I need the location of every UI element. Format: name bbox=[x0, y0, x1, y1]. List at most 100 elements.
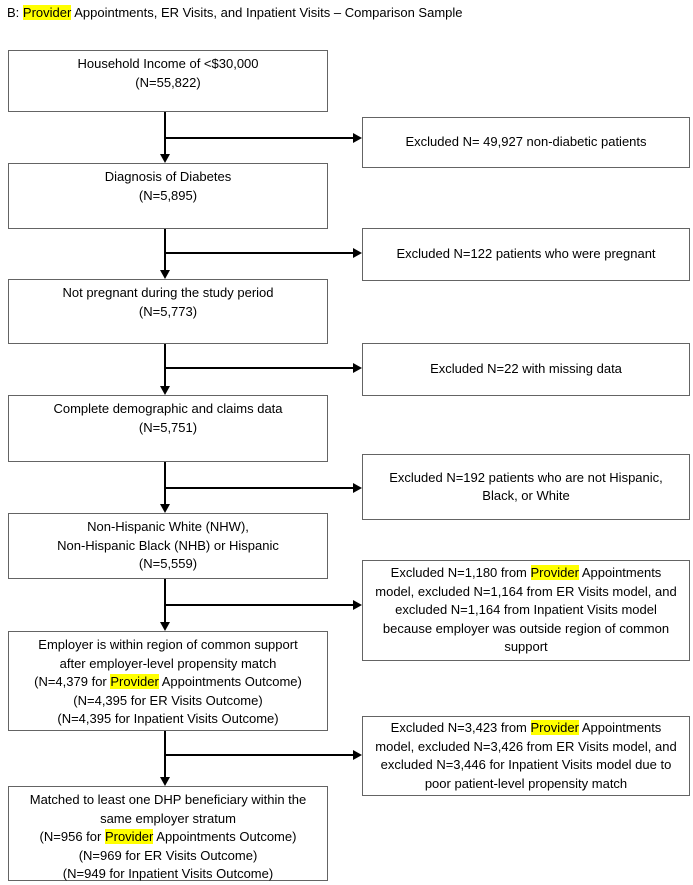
text-segment: excluded N=3,446 for Inpatient Visits mo… bbox=[380, 757, 672, 772]
text-line: Household Income of <$30,000 bbox=[9, 55, 327, 74]
text-segment: Diagnosis of Diabetes bbox=[104, 169, 232, 184]
text-line: Non-Hispanic Black (NHB) or Hispanic bbox=[9, 537, 327, 556]
text-segment: model, excluded N=3,426 from ER Visits m… bbox=[375, 738, 677, 754]
text-line: Employer is within region of common supp… bbox=[9, 636, 327, 655]
text-line: (N=5,751) bbox=[9, 419, 327, 438]
text-line: excluded N=3,446 for Inpatient Visits mo… bbox=[363, 756, 689, 775]
text-segment: (N=5,773) bbox=[138, 303, 198, 319]
text-segment: B: bbox=[7, 5, 23, 20]
text-segment: model, excluded N=1,164 from ER Visits m… bbox=[375, 583, 677, 599]
text-line: Matched to least one DHP beneficiary wit… bbox=[9, 791, 327, 810]
text-line: poor patient-level propensity match bbox=[363, 775, 689, 794]
text-line: Excluded N=1,180 from Provider Appointme… bbox=[363, 564, 689, 583]
arrow-down-line bbox=[164, 579, 166, 622]
text-segment: Household Income of <$30,000 bbox=[77, 56, 259, 71]
text-line: Excluded N=122 patients who were pregnan… bbox=[363, 245, 689, 264]
arrow-down-line bbox=[164, 229, 166, 270]
text-segment: Not pregnant during the study period bbox=[62, 285, 274, 300]
text-segment: after employer-level propensity match bbox=[59, 655, 277, 671]
arrow-right-line bbox=[164, 367, 353, 369]
text-segment: Appointments bbox=[578, 565, 662, 581]
text-segment: Excluded N=22 with missing data bbox=[430, 361, 622, 377]
text-line: (N=956 for Provider Appointments Outcome… bbox=[9, 828, 327, 847]
excl-non-diabetic: Excluded N= 49,927 non-diabetic patients bbox=[362, 117, 690, 168]
text-line: Excluded N=192 patients who are not Hisp… bbox=[363, 469, 689, 488]
text-segment: Excluded N=1,180 from bbox=[390, 565, 531, 581]
text-line: (N=55,822) bbox=[9, 74, 327, 93]
highlighted-text: Provider bbox=[104, 829, 154, 844]
text-line: model, excluded N=1,164 from ER Visits m… bbox=[363, 583, 689, 602]
text-line: (N=5,895) bbox=[9, 187, 327, 206]
text-segment: (N=4,395 for ER Visits Outcome) bbox=[73, 692, 263, 708]
arrowhead-right-icon bbox=[353, 483, 362, 493]
box-race-ethnicity: Non-Hispanic White (NHW), Non-Hispanic Bl… bbox=[8, 513, 328, 579]
text-line: model, excluded N=3,426 from ER Visits m… bbox=[363, 738, 689, 757]
text-line: Excluded N=3,423 from Provider Appointme… bbox=[363, 719, 689, 738]
text-segment: Excluded N=192 patients who are not Hisp… bbox=[389, 469, 663, 485]
text-segment: Excluded N=3,423 from bbox=[390, 720, 531, 735]
arrow-down-line bbox=[164, 462, 166, 504]
excl-pregnant: Excluded N=122 patients who were pregnan… bbox=[362, 228, 690, 281]
text-segment: (N=5,895) bbox=[138, 187, 198, 203]
text-line: same employer stratum bbox=[9, 810, 327, 829]
text-segment: Appointments bbox=[578, 720, 662, 735]
text-line: Non-Hispanic White (NHW), bbox=[9, 518, 327, 537]
highlighted-text: Provider bbox=[110, 674, 159, 689]
text-segment: Complete demographic and claims data bbox=[53, 401, 283, 416]
text-segment: Matched to least one DHP beneficiary wit… bbox=[29, 792, 307, 807]
text-line: (N=949 for Inpatient Visits Outcome) bbox=[9, 865, 327, 884]
text-segment: (N=949 for Inpatient Visits Outcome) bbox=[62, 866, 274, 881]
text-line: Complete demographic and claims data bbox=[9, 400, 327, 419]
arrow-down-line bbox=[164, 344, 166, 386]
text-segment: (N=5,559) bbox=[138, 556, 198, 571]
text-line: Black, or White bbox=[363, 487, 689, 506]
excl-missing-data: Excluded N=22 with missing data bbox=[362, 343, 690, 396]
text-segment: same employer stratum bbox=[100, 810, 236, 826]
arrow-down-line bbox=[164, 112, 166, 154]
arrowhead-right-icon bbox=[353, 363, 362, 373]
arrowhead-down-icon bbox=[160, 154, 170, 163]
text-segment: Non-Hispanic White (NHW), bbox=[87, 519, 249, 534]
page-title: B: Provider Appointments, ER Visits, and… bbox=[7, 5, 463, 21]
text-line: Diagnosis of Diabetes bbox=[9, 168, 327, 187]
box-complete-data: Complete demographic and claims data (N=5… bbox=[8, 395, 328, 462]
text-segment: poor patient-level propensity match bbox=[424, 775, 628, 791]
text-segment: Appointments Outcome) bbox=[158, 674, 302, 689]
text-segment: Black, or White bbox=[482, 488, 570, 503]
arrowhead-right-icon bbox=[353, 750, 362, 760]
highlighted-text: Provider bbox=[22, 5, 72, 20]
text-segment: (N=55,822) bbox=[135, 74, 201, 90]
text-segment: Non-Hispanic Black (NHB) or Hispanic bbox=[57, 537, 279, 553]
box-matched-dhp: Matched to least one DHP beneficiary wit… bbox=[8, 786, 328, 881]
text-line: (N=4,379 for Provider Appointments Outco… bbox=[9, 673, 327, 692]
text-line: Excluded N=22 with missing data bbox=[363, 360, 689, 379]
box-diagnosis-diabetes: Diagnosis of Diabetes (N=5,895) bbox=[8, 163, 328, 229]
text-segment: support bbox=[504, 639, 548, 655]
text-segment: (N=5,751) bbox=[138, 419, 198, 435]
text-line: (N=4,395 for Inpatient Visits Outcome) bbox=[9, 710, 327, 729]
text-line: (N=5,773) bbox=[9, 303, 327, 322]
highlighted-text: Provider bbox=[530, 720, 579, 735]
text-segment: Excluded N=122 patients who were pregnan… bbox=[396, 246, 656, 262]
text-segment: Appointments, ER Visits, and Inpatient V… bbox=[71, 5, 463, 20]
arrow-right-line bbox=[164, 604, 353, 606]
highlighted-text: Provider bbox=[530, 565, 579, 581]
text-line: after employer-level propensity match bbox=[9, 655, 327, 674]
text-line: (N=969 for ER Visits Outcome) bbox=[9, 847, 327, 866]
excl-poor-propensity-match: Excluded N=3,423 from Provider Appointme… bbox=[362, 716, 690, 796]
arrowhead-down-icon bbox=[160, 777, 170, 786]
excl-outside-common-support: Excluded N=1,180 from Provider Appointme… bbox=[362, 560, 690, 661]
text-line: support bbox=[363, 638, 689, 657]
arrowhead-right-icon bbox=[353, 248, 362, 258]
text-line: excluded N=1,164 from Inpatient Visits m… bbox=[363, 601, 689, 620]
arrow-right-line bbox=[164, 252, 353, 254]
arrowhead-down-icon bbox=[160, 622, 170, 631]
box-not-pregnant: Not pregnant during the study period (N=5… bbox=[8, 279, 328, 344]
arrowhead-down-icon bbox=[160, 504, 170, 513]
text-segment: Employer is within region of common supp… bbox=[38, 637, 298, 652]
text-segment: excluded N=1,164 from Inpatient Visits m… bbox=[395, 602, 657, 618]
text-line: (N=4,395 for ER Visits Outcome) bbox=[9, 692, 327, 711]
arrow-right-line bbox=[164, 487, 353, 489]
text-line: Not pregnant during the study period bbox=[9, 284, 327, 303]
